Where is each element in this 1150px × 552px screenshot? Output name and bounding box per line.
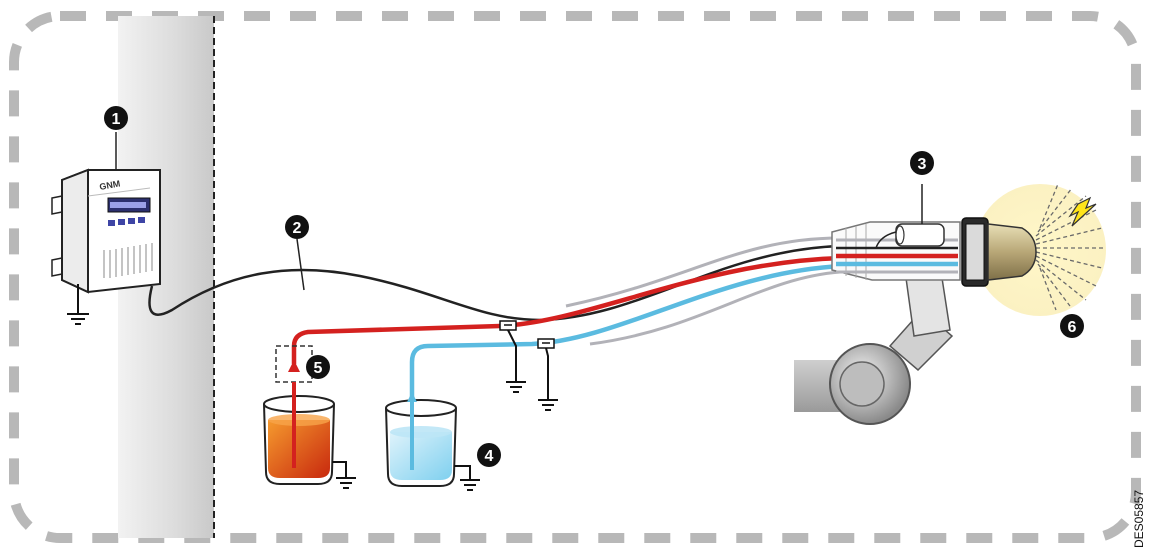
svg-text:1: 1: [112, 111, 121, 128]
chemical-hose: [291, 255, 843, 364]
water-beaker: [385, 392, 457, 487]
callout-6: 6: [1060, 314, 1084, 338]
spray-cone: [1035, 183, 1104, 311]
ground-clip-blue: [537, 338, 558, 411]
callout-4: 4: [477, 443, 501, 467]
svg-text:3: 3: [918, 156, 927, 173]
controller-keypad: [108, 217, 145, 226]
dashed-frame: [9, 11, 1141, 543]
water-hose: [409, 263, 843, 400]
svg-text:2: 2: [293, 220, 302, 237]
controller-brand-label: GNM: [99, 178, 121, 191]
controller-vents: [103, 243, 153, 278]
sensor: [875, 184, 945, 249]
callout-3: 3: [910, 151, 934, 175]
callout-2: 2: [285, 215, 309, 291]
controller-display: [107, 197, 151, 213]
supply-pipe: [794, 277, 954, 425]
document-reference: DES05857: [1132, 489, 1146, 548]
nozzle: [961, 217, 1037, 287]
spray-glow: [974, 184, 1106, 316]
svg-text:5: 5: [314, 360, 323, 377]
ground-clip-red: [499, 320, 526, 393]
ground-symbol-controller: [67, 284, 89, 325]
callout-1: 1: [104, 106, 128, 130]
svg-text:4: 4: [485, 448, 494, 465]
chemical-beaker: [263, 382, 335, 485]
callout-5: 5: [306, 355, 330, 379]
ground-symbol-water: [454, 465, 480, 491]
controller-unit: GNM: [51, 132, 161, 294]
gray-hoses: [565, 236, 841, 346]
ground-symbol-chemical: [332, 461, 356, 489]
svg-text:6: 6: [1068, 319, 1077, 336]
spark-icon: [1068, 196, 1097, 227]
